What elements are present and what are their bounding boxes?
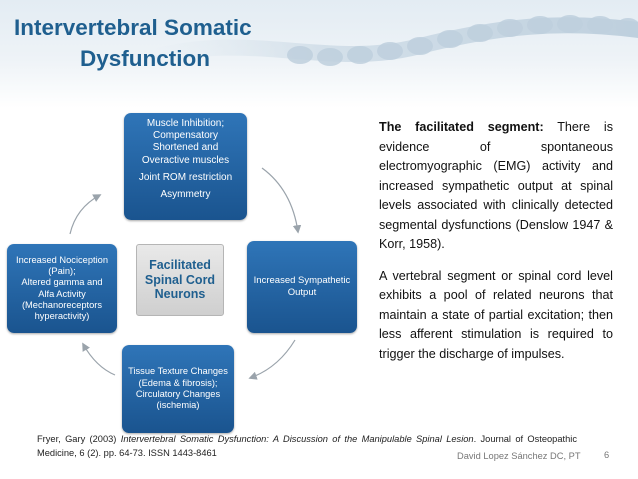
box-top-line-2: Compensatory <box>152 130 219 142</box>
panel-lead: The facilitated segment: <box>379 120 544 134</box>
box-right-line-1: Increased Sympathetic <box>253 275 351 287</box>
reference-authors: Fryer, Gary (2003) <box>37 434 117 444</box>
arrow-left-to-top <box>69 194 102 235</box>
text-panel: The facilitated segment: There is eviden… <box>379 118 613 364</box>
box-bottom-line-2: (Edema & fibrosis); <box>138 377 218 388</box>
box-left-line-2: (Pain); <box>48 265 76 276</box>
box-tissue-texture: Tissue Texture Changes (Edema & fibrosis… <box>122 345 234 433</box>
reference-title: Intervertebral Somatic Dysfunction: A Di… <box>120 434 474 444</box>
panel-paragraph-2: A vertebral segment or spinal cord level… <box>379 268 613 361</box>
title-line-1: Intervertebral Somatic <box>14 15 252 40</box>
title-line-2: Dysfunction <box>80 46 211 72</box>
box-top-line-1: Muscle Inhibition; <box>146 118 225 129</box>
center-line-1: Facilitated <box>149 257 211 272</box>
spine-illustration <box>142 15 638 66</box>
reference-citation: Fryer, Gary (2003) Intervertebral Somati… <box>37 432 577 461</box>
center-line-3: Neurons <box>154 287 206 302</box>
box-bottom-line-4: (ischemia) <box>156 400 200 411</box>
arrow-bottom-to-left <box>82 342 116 376</box>
reference-source: . Journal of Osteopathic Medicine, 6 (2)… <box>37 434 577 459</box>
arrow-right-to-bottom <box>248 339 296 380</box>
center-facilitated-neurons: Facilitated Spinal Cord Neurons <box>136 244 224 316</box>
box-left-line-5: (Mechanoreceptors <box>21 299 103 310</box>
box-top-line-5: Joint ROM restriction <box>138 171 233 183</box>
box-bottom-line-1: Tissue Texture Changes <box>128 366 228 377</box>
box-right-line-2: Output <box>287 287 317 298</box>
box-top-line-6: Asymmetry <box>160 188 211 200</box>
box-bottom-line-3: Circulatory Changes <box>135 389 221 399</box>
box-top-line-4: Overactive muscles <box>141 154 230 166</box>
box-muscle-inhibition: Muscle Inhibition; Compensatory Shortene… <box>124 113 247 220</box>
box-left-line-4: Alfa Activity <box>38 288 86 299</box>
box-left-line-6: hyperactivity) <box>34 311 90 322</box>
box-top-line-3: Shortened and <box>152 142 219 154</box>
center-line-2: Spinal Cord <box>144 272 216 287</box>
footer-author: David Lopez Sánchez DC, PT <box>457 451 581 461</box>
box-left-line-1: Increased Nociception <box>16 254 108 265</box>
box-sympathetic-output: Increased Sympathetic Output <box>247 241 357 333</box>
panel-paragraph-1: The facilitated segment: There is eviden… <box>379 118 613 255</box>
slide-title: Intervertebral Somatic Dysfunction <box>14 12 314 74</box>
page-number: 6 <box>604 450 610 460</box>
panel-p1-body: There is evidence of spontaneous electro… <box>379 120 613 252</box>
box-left-line-3: Altered gamma and <box>21 277 103 288</box>
box-increased-nociception: Increased Nociception (Pain); Altered ga… <box>7 244 117 333</box>
arrow-top-to-right <box>261 167 302 234</box>
